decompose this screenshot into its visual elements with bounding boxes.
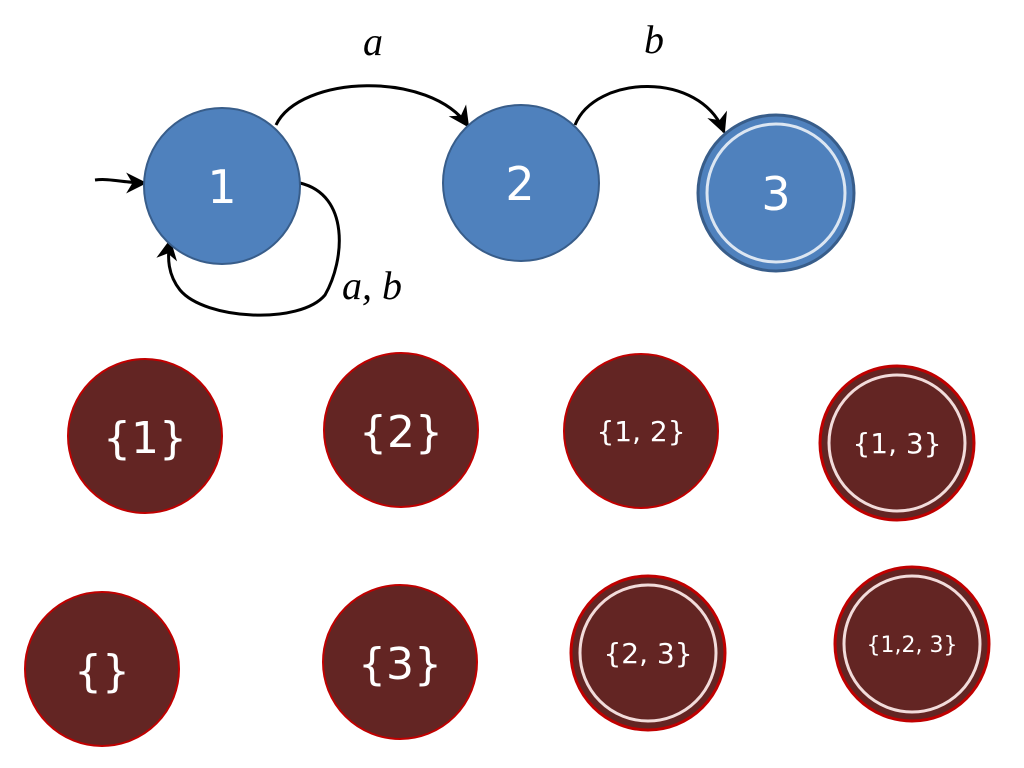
state-label: 2 (505, 157, 534, 211)
dfa-state-2-3-accepting: {2, 3} (569, 574, 727, 732)
state-circle (322, 584, 478, 740)
state-label: {2} (359, 407, 443, 458)
dfa-state-empty: {} (24, 591, 180, 747)
dfa-state-2: {2} (323, 352, 479, 508)
accept-ring (705, 122, 847, 264)
nfa-edge-labels: a b a, b (342, 17, 664, 308)
state-label: 3 (761, 167, 790, 221)
state-label: {1, 3} (852, 427, 941, 460)
nfa-edges (94, 84, 727, 317)
edge-1-to-2 (274, 84, 470, 128)
state-circle (143, 107, 301, 265)
state-circle (323, 352, 479, 508)
dfa-state-1: {1} (67, 358, 223, 514)
edge-label-a: a (363, 19, 383, 64)
nfa-state-2: 2 (442, 104, 600, 262)
state-label: 1 (207, 160, 236, 214)
nfa-state-1: 1 (143, 107, 301, 265)
edge-label-b: b (644, 17, 664, 62)
nfa-state-3-accepting: 3 (696, 113, 856, 273)
dfa-state-1-2: {1, 2} (563, 353, 719, 509)
dfa-state-1-2-3-accepting: {1,2, 3} (833, 565, 991, 723)
dfa-state-3: {3} (322, 584, 478, 740)
state-circle (24, 591, 180, 747)
state-label: {1,2, 3} (867, 633, 958, 658)
state-circle (818, 364, 976, 522)
state-circle (569, 574, 727, 732)
state-circle (67, 358, 223, 514)
accept-ring (842, 574, 982, 714)
accept-ring (827, 373, 967, 513)
edge-1-self-loop (156, 181, 341, 317)
edge-label-a-b: a, b (342, 263, 402, 308)
state-circle (696, 113, 856, 273)
start-arrow (94, 172, 148, 194)
state-circle (442, 104, 600, 262)
state-label: {3} (358, 639, 442, 690)
accept-ring (578, 583, 718, 723)
state-circle (833, 565, 991, 723)
state-label: {1, 2} (596, 415, 685, 448)
dfa-state-1-3-accepting: {1, 3} (818, 364, 976, 522)
state-label: {2, 3} (603, 637, 692, 670)
state-circle (563, 353, 719, 509)
edge-2-to-3 (573, 85, 727, 134)
state-label: {} (74, 646, 130, 697)
state-label: {1} (103, 413, 187, 464)
